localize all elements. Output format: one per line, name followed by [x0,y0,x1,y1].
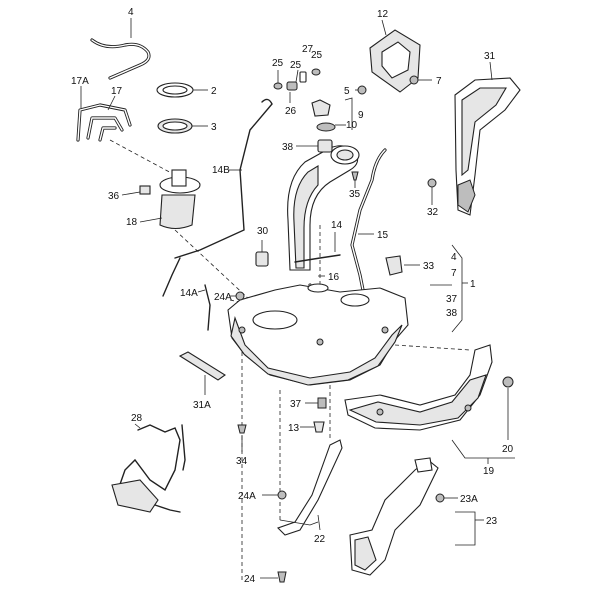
label-3: 3 [211,122,217,133]
label-34: 34 [236,456,248,467]
part-35-bolt [351,171,359,188]
label-38-right: 38 [446,308,458,319]
label-12: 12 [377,9,389,20]
label-9: 9 [358,110,364,121]
label-27: 27 [302,44,314,55]
part-32-bolt [427,178,437,205]
fuel-tank [227,283,409,386]
part-36-clip [121,185,151,196]
part-20-bolt [502,376,514,440]
label-19: 19 [483,466,495,477]
part-3-seal [157,118,208,134]
label-18: 18 [126,217,138,228]
label-10: 10 [346,120,358,131]
part-24a-nut-upper [230,291,245,301]
label-25a: 25 [272,58,284,69]
part-28-wiring-harness [111,423,186,513]
part-19-cross-member [344,344,515,464]
label-37: 37 [290,399,302,410]
part-14b-fuel-line [174,98,273,259]
label-24: 24 [244,574,256,585]
part-2-lock-ring [156,82,208,98]
label-30: 30 [257,226,269,237]
label-16: 16 [328,272,340,283]
part-31a-shield [178,351,226,395]
part-callout-labels: 4 12 25 25 27 25 31 17A 17 2 5 7 9 26 3 … [71,7,514,585]
part-18-fuel-pump-module [139,169,201,230]
label-24a-upper: 24A [214,292,232,303]
label-17a: 17A [71,76,89,87]
label-25b: 25 [290,60,302,71]
label-14b: 14B [212,165,230,176]
part-14-fuel-line [294,232,341,263]
part-15-vent-line [350,148,387,322]
label-7-right: 7 [451,268,457,279]
part-22-tank-strap [276,439,343,536]
label-17: 17 [111,86,123,97]
part-33-bracket [385,255,420,276]
label-2: 2 [211,86,217,97]
part-14a-fuel-line [162,257,211,331]
label-4-top: 4 [128,7,134,18]
part-13-clip [300,421,325,433]
part-30-clip [255,240,269,267]
label-31: 31 [484,51,496,62]
part-12-filler-housing [369,19,432,93]
parts-5-9-10-filler-cap [311,85,367,132]
label-33: 33 [423,261,435,272]
label-23a: 23A [460,494,478,505]
label-5: 5 [344,86,350,97]
label-13: 13 [288,423,300,434]
label-37-right: 37 [446,294,458,305]
part-4-fuel-hose [90,18,151,80]
label-7-top: 7 [436,76,442,87]
label-23: 23 [486,516,498,527]
label-15: 15 [377,230,389,241]
label-31a: 31A [193,400,211,411]
label-35: 35 [349,189,361,200]
part-34-bolt [237,424,247,452]
part-31-heat-shield [454,61,521,216]
label-25c: 25 [311,50,323,61]
label-1: 1 [470,279,476,290]
part-23-mounting-bracket [349,457,484,576]
part-17-fuel-pipes [76,86,132,142]
part-24a-nut-lower [262,490,287,500]
part-37-nut [305,397,327,409]
parts-25-27-fittings [273,68,321,103]
label-14a: 14A [180,288,198,299]
filler-neck-tube [287,145,360,271]
part-24-bolt [260,571,287,583]
label-14: 14 [331,220,343,231]
label-32: 32 [427,207,439,218]
assembly-brace-right [430,244,468,333]
label-24a-lower: 24A [238,491,256,502]
label-20: 20 [502,444,514,455]
label-28: 28 [131,413,143,424]
label-26: 26 [285,106,297,117]
label-36: 36 [108,191,120,202]
label-4-right: 4 [451,252,457,263]
part-38-connector [296,139,333,153]
label-38-top: 38 [282,142,294,153]
label-22: 22 [314,534,326,545]
